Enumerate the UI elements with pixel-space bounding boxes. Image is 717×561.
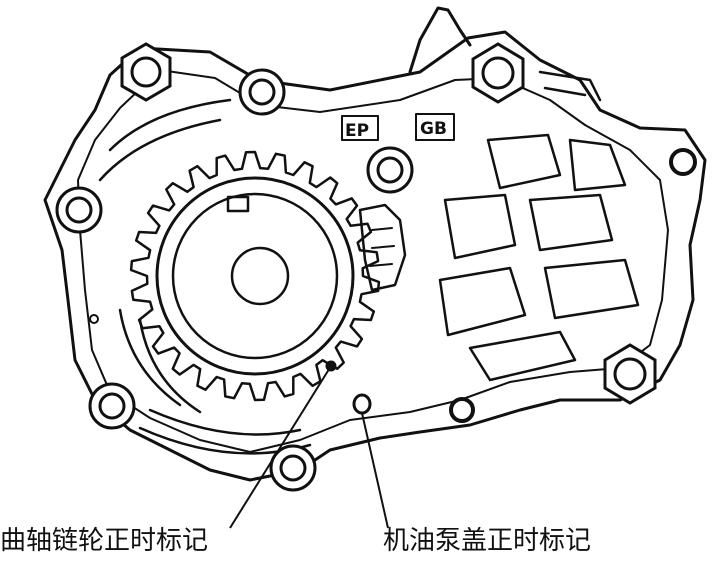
marking-gb: GB <box>420 119 447 139</box>
pump-top-tab <box>408 6 472 74</box>
oil-pump-cover-timing-mark-label: 机油泵盖正时标记 <box>383 526 592 556</box>
marking-ep: EP <box>345 121 369 141</box>
relief-valve-pocket <box>358 203 407 292</box>
leader-line-cover <box>361 412 389 529</box>
right-flange <box>538 70 602 102</box>
relief-valve-detail <box>369 227 395 267</box>
marking-ep-box <box>341 115 379 141</box>
cover-timing-notch <box>352 393 372 415</box>
cover-window-2 <box>568 138 627 192</box>
pump-left-rim <box>98 98 232 182</box>
torx-bolt-left <box>55 186 103 234</box>
cover-window-7 <box>468 330 577 382</box>
pump-inner-rim <box>77 69 669 453</box>
crankshaft-bore <box>230 246 290 306</box>
torx-bolt-middle <box>366 146 414 194</box>
crankshaft-sprocket-timing-mark-label: 曲轴链轮正时标记 <box>0 526 209 556</box>
cover-window-4 <box>528 193 614 252</box>
torx-bolt-bottom <box>269 444 317 492</box>
sprocket-hub-ring <box>155 176 355 376</box>
sprocket-hub-inner <box>171 192 339 360</box>
marking-gb-box <box>415 113 455 141</box>
dowel-hole-bottom <box>449 397 475 423</box>
cover-window-3 <box>443 193 517 260</box>
bolt-top-right <box>471 42 525 104</box>
sprocket-keyway <box>226 195 250 213</box>
locating-hole <box>89 314 99 324</box>
pump-housing-outline <box>43 30 707 482</box>
cover-window-6 <box>543 258 640 320</box>
bolt-top-left <box>120 42 172 102</box>
torx-bolt-lower-left <box>88 382 136 430</box>
dowel-hole-right <box>669 148 697 176</box>
cover-window-5 <box>438 266 527 337</box>
pump-left-lower-rim <box>118 308 202 414</box>
bolt-lower-right <box>603 343 657 405</box>
torx-bolt-upper <box>238 68 286 116</box>
leader-line-sprocket <box>229 365 332 529</box>
cover-window-1 <box>486 133 562 190</box>
crankshaft-sprocket <box>129 150 381 402</box>
